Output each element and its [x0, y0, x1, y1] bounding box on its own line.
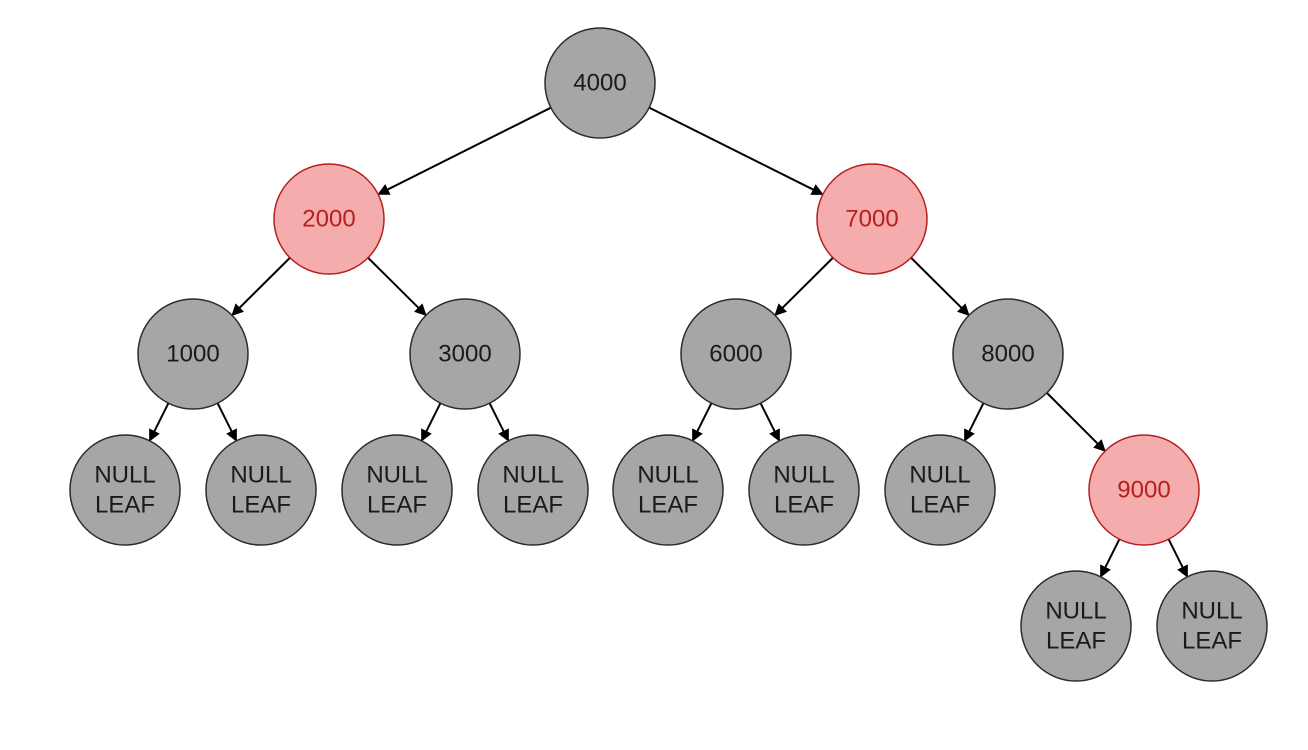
- edge-n4000-to-n7000: [648, 106, 824, 195]
- tree-node-6000: 6000: [680, 298, 792, 410]
- node-label: NULL: [94, 461, 155, 488]
- tree-node-null-leaf: NULL LEAF: [1156, 570, 1268, 682]
- black-node-circle: [1020, 570, 1132, 682]
- edge-n1000-to-leaf1: [149, 402, 170, 442]
- edge-n7000-to-n8000: [910, 257, 970, 316]
- black-node-circle: [952, 298, 1064, 410]
- tree-node-4000: 4000: [544, 27, 656, 139]
- black-node-circle: [544, 27, 656, 139]
- edge-n4000-to-n2000: [377, 106, 552, 195]
- tree-node-null-leaf: NULL LEAF: [69, 434, 181, 546]
- tree-node-3000: 3000: [409, 298, 521, 410]
- node-label: NULL: [366, 461, 427, 488]
- node-label: LEAF: [1046, 627, 1106, 654]
- node-label: 4000: [573, 69, 626, 96]
- red-node-circle: [273, 163, 385, 275]
- edge-n9000-to-leaf9: [1167, 538, 1188, 578]
- tree-node-null-leaf: NULL LEAF: [748, 434, 860, 546]
- node-label: 8000: [981, 340, 1034, 367]
- tree-node-null-leaf: NULL LEAF: [612, 434, 724, 546]
- node-label: LEAF: [1182, 627, 1242, 654]
- tree-node-9000: 9000: [1088, 434, 1200, 546]
- node-label: LEAF: [503, 491, 563, 518]
- black-node-circle: [409, 298, 521, 410]
- black-node-circle: [612, 434, 724, 546]
- black-node-circle: [680, 298, 792, 410]
- node-label: NULL: [502, 461, 563, 488]
- black-node-circle: [748, 434, 860, 546]
- tree-node-null-leaf: NULL LEAF: [205, 434, 317, 546]
- tree-node-8000: 8000: [952, 298, 1064, 410]
- node-label: NULL: [909, 461, 970, 488]
- node-label: 9000: [1117, 476, 1170, 503]
- edge-n6000-to-leaf5: [692, 402, 713, 442]
- tree-node-null-leaf: NULL LEAF: [884, 434, 996, 546]
- edge-n6000-to-leaf6: [759, 402, 780, 442]
- edge-n8000-to-leaf7: [964, 402, 985, 442]
- node-label: NULL: [230, 461, 291, 488]
- red-node-circle: [1088, 434, 1200, 546]
- node-label: NULL: [1181, 597, 1242, 624]
- edge-n8000-to-n9000: [1046, 392, 1106, 452]
- black-node-circle: [69, 434, 181, 546]
- tree-node-null-leaf: NULL LEAF: [341, 434, 453, 546]
- node-label: NULL: [773, 461, 834, 488]
- edge-n3000-to-leaf3: [421, 402, 442, 442]
- edge-n1000-to-leaf2: [216, 402, 237, 442]
- node-label: LEAF: [95, 491, 155, 518]
- black-node-circle: [884, 434, 996, 546]
- node-label: 6000: [709, 340, 762, 367]
- node-label: 2000: [302, 205, 355, 232]
- node-label: LEAF: [367, 491, 427, 518]
- black-node-circle: [341, 434, 453, 546]
- edge-n2000-to-n1000: [231, 257, 291, 316]
- black-node-circle: [1156, 570, 1268, 682]
- node-label: 3000: [438, 340, 491, 367]
- black-node-circle: [477, 434, 589, 546]
- tree-node-null-leaf: NULL LEAF: [1020, 570, 1132, 682]
- tree-node-2000: 2000: [273, 163, 385, 275]
- edge-n2000-to-n3000: [367, 257, 427, 316]
- node-label: 1000: [166, 340, 219, 367]
- edge-n9000-to-leaf8: [1100, 538, 1121, 578]
- node-label: 7000: [845, 205, 898, 232]
- red-node-circle: [816, 163, 928, 275]
- node-label: LEAF: [638, 491, 698, 518]
- node-label: LEAF: [231, 491, 291, 518]
- tree-node-null-leaf: NULL LEAF: [477, 434, 589, 546]
- node-label: LEAF: [910, 491, 970, 518]
- tree-node-7000: 7000: [816, 163, 928, 275]
- node-label: NULL: [637, 461, 698, 488]
- black-node-circle: [137, 298, 249, 410]
- tree-node-1000: 1000: [137, 298, 249, 410]
- edge-n3000-to-leaf4: [488, 402, 509, 442]
- edge-n7000-to-n6000: [774, 257, 834, 316]
- node-label: LEAF: [774, 491, 834, 518]
- black-node-circle: [205, 434, 317, 546]
- edges-layer: [149, 106, 1188, 578]
- node-label: NULL: [1045, 597, 1106, 624]
